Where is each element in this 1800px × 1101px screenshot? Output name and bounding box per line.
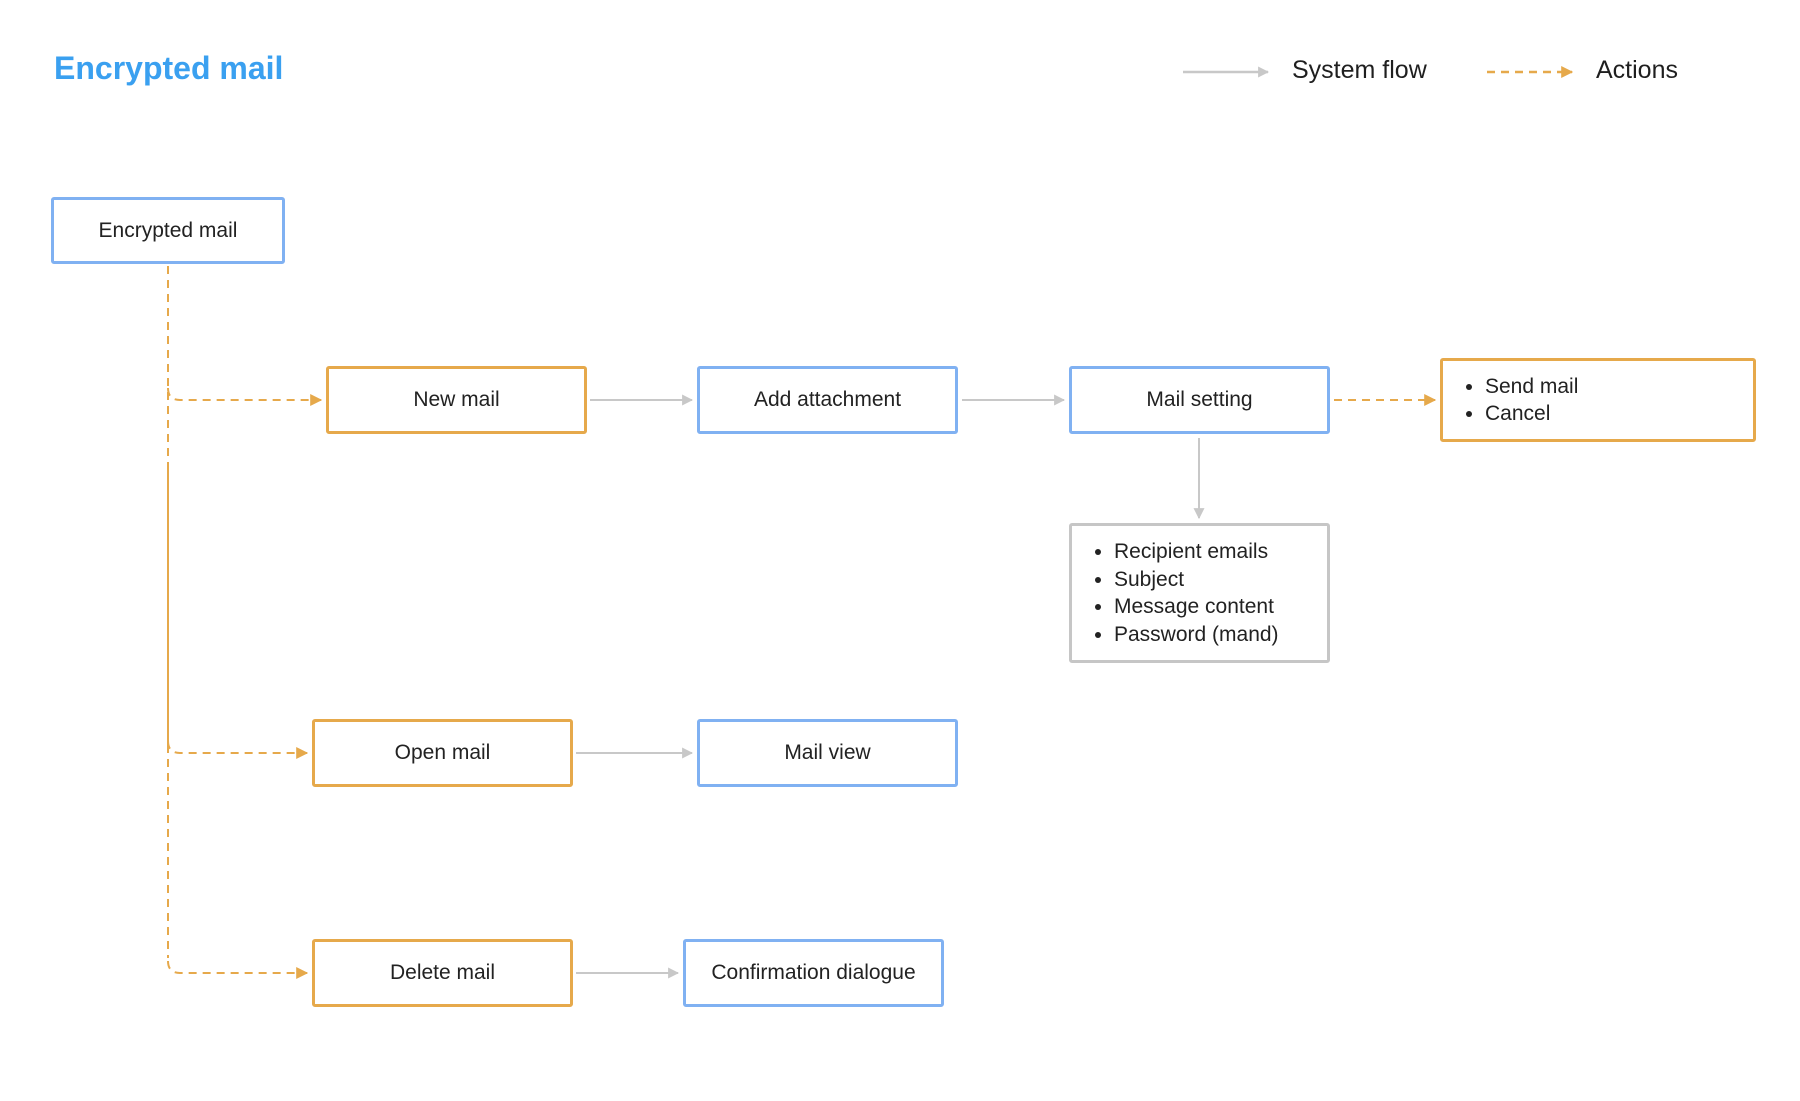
branch-to-new-mail: [167, 387, 323, 406]
field-password: Password (mand): [1114, 621, 1279, 649]
node-mail-view[interactable]: Mail view: [697, 719, 958, 787]
branch-to-open-mail: [167, 740, 309, 759]
node-confirmation-dialogue-label: Confirmation dialogue: [711, 961, 916, 984]
node-encrypted-mail[interactable]: Encrypted mail: [51, 197, 285, 264]
node-confirmation-dialogue[interactable]: Confirmation dialogue: [683, 939, 944, 1007]
field-subject: Subject: [1114, 566, 1279, 594]
send-option-cancel: Cancel: [1485, 400, 1578, 428]
node-new-mail-label: New mail: [413, 388, 500, 411]
node-delete-mail[interactable]: Delete mail: [312, 939, 573, 1007]
node-delete-mail-label: Delete mail: [389, 961, 496, 984]
send-option-send-mail: Send mail: [1485, 373, 1578, 401]
node-mail-view-label: Mail view: [784, 741, 871, 764]
node-new-mail[interactable]: New mail: [326, 366, 587, 434]
node-add-attachment[interactable]: Add attachment: [697, 366, 958, 434]
branch-to-delete-mail: [167, 960, 309, 979]
legend-actions-label: Actions: [1596, 56, 1678, 84]
node-mail-setting[interactable]: Mail setting: [1069, 366, 1330, 434]
node-add-attachment-label: Add attachment: [753, 388, 902, 411]
node-send-options[interactable]: Send mail Cancel: [1440, 358, 1756, 442]
send-options-list: Send mail Cancel: [1443, 373, 1578, 428]
node-encrypted-mail-label: Encrypted mail: [98, 218, 238, 242]
node-mail-setting-label: Mail setting: [1146, 388, 1253, 411]
node-open-mail[interactable]: Open mail: [312, 719, 573, 787]
field-message-content: Message content: [1114, 593, 1279, 621]
field-recipient-emails: Recipient emails: [1114, 538, 1279, 566]
node-open-mail-label: Open mail: [394, 741, 491, 764]
legend-system-flow-label: System flow: [1292, 56, 1427, 84]
node-mail-setting-fields: Recipient emails Subject Message content…: [1069, 523, 1330, 663]
mail-setting-fields-list: Recipient emails Subject Message content…: [1072, 538, 1279, 648]
page-title: Encrypted mail: [54, 50, 284, 86]
